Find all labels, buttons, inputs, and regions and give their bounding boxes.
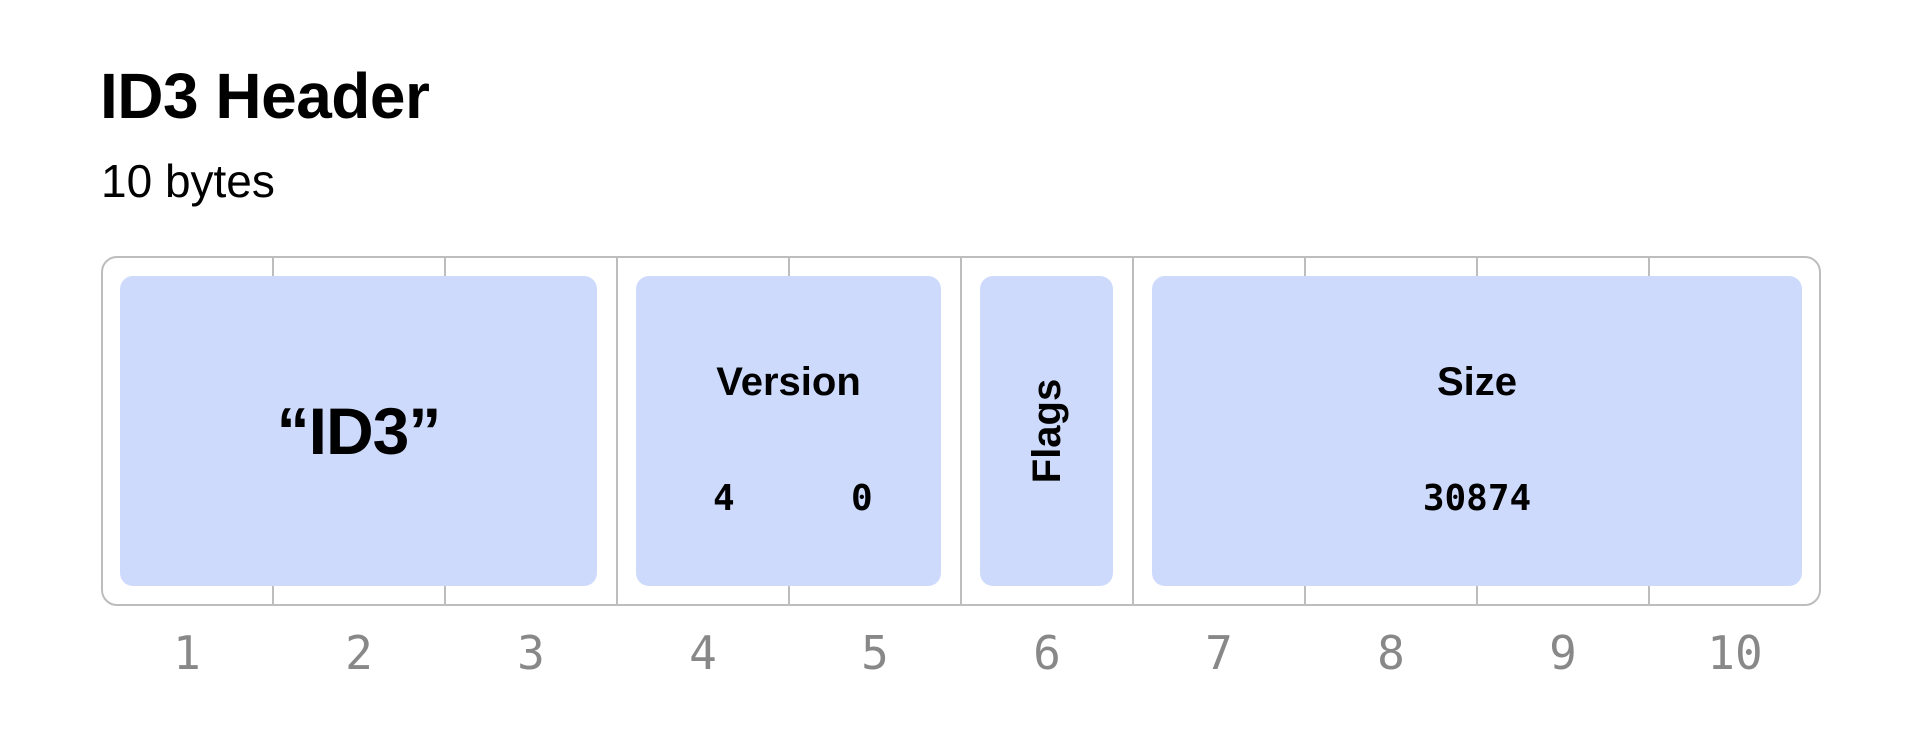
field-divider: [1132, 256, 1134, 606]
field-magic: “ID3”: [120, 276, 597, 586]
byte-number: 9: [1549, 626, 1577, 680]
byte-number: 7: [1205, 626, 1233, 680]
field-flags-label: Flags: [1024, 378, 1069, 484]
field-version-minor: 0: [851, 478, 873, 519]
field-magic-label: “ID3”: [276, 394, 442, 468]
diagram-subtitle: 10 bytes: [101, 155, 275, 207]
field-version-label: Version: [716, 360, 861, 404]
field-size: Size 30874: [1152, 276, 1802, 586]
field-divider: [616, 256, 618, 606]
byte-number: 5: [861, 626, 889, 680]
diagram-title: ID3 Header: [100, 60, 430, 132]
field-version: Version 4 0: [636, 276, 941, 586]
byte-number: 1: [173, 626, 201, 680]
field-size-label: Size: [1436, 360, 1518, 404]
field-version-major: 4: [713, 478, 735, 519]
byte-number: 10: [1707, 626, 1763, 680]
field-size-value: 30874: [1422, 478, 1532, 519]
field-flags: Flags: [980, 276, 1113, 586]
byte-number: 8: [1377, 626, 1405, 680]
byte-number: 2: [345, 626, 373, 680]
byte-number: 4: [689, 626, 717, 680]
byte-number: 3: [517, 626, 545, 680]
field-divider: [960, 256, 962, 606]
byte-number: 6: [1033, 626, 1061, 680]
